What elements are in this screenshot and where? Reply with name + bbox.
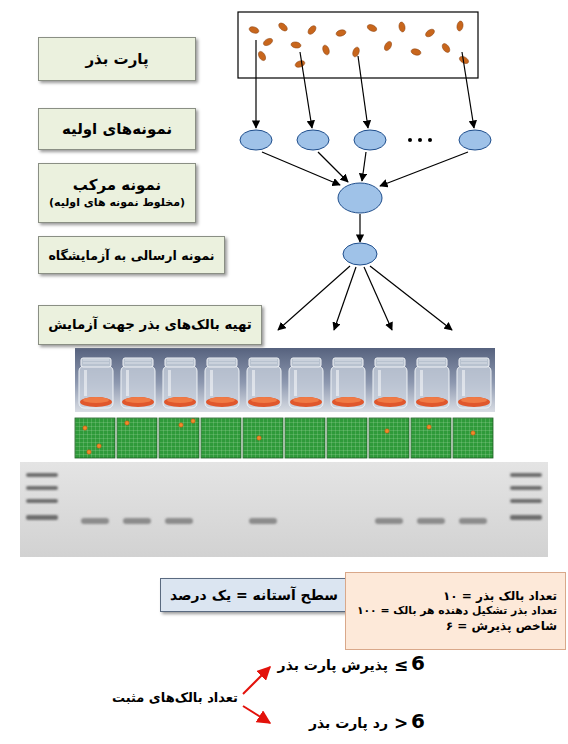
outcome-label: رد پارت بذر [309,714,388,732]
step-box: نمونه ارسالی به آزمایشگاه [38,236,225,274]
threshold-number: 6 [411,650,425,676]
box-sublabel: تعداد بذر تشکیل دهنده هر بالک = ۱۰۰ [357,604,557,619]
box-label: سطح آستانه = یک درصد [170,586,338,605]
box-sublabel: (مخلوط نمونه های اولیه) [49,196,185,211]
box-label: نمونه مرکب [73,175,161,195]
box-label: پارت بذر [85,49,148,69]
box-label: تعداد بالک بذر = ۱۰ [443,588,557,604]
threshold-number: 6 [411,708,425,734]
comparison-sign: ≤ [394,654,408,676]
comparison-sign: > [394,712,408,734]
box-label: نمونه‌های اولیه [62,119,172,139]
outcome-label: پذیرش پارت بذر [278,656,388,674]
step-box: نمونه‌های اولیه [38,108,196,150]
step-box: پارت بذر [38,37,196,81]
decision-label: تعداد بالک‌های مثبت [112,690,238,707]
threshold-box: سطح آستانه = یک درصد [160,578,348,612]
step-box: تهیه بالک‌های بذر جهت آزمایش [38,305,262,345]
parameter-box: تعداد بالک بذر = ۱۰تعداد بذر تشکیل دهنده… [345,572,566,650]
box-label: نمونه ارسالی به آزمایشگاه [48,247,214,264]
step-box: نمونه مرکب(مخلوط نمونه های اولیه) [38,163,196,223]
box-label: تهیه بالک‌های بذر جهت آزمایش [48,316,252,334]
box-sublabel: شاخص پذیرش = ۶ [446,618,557,634]
